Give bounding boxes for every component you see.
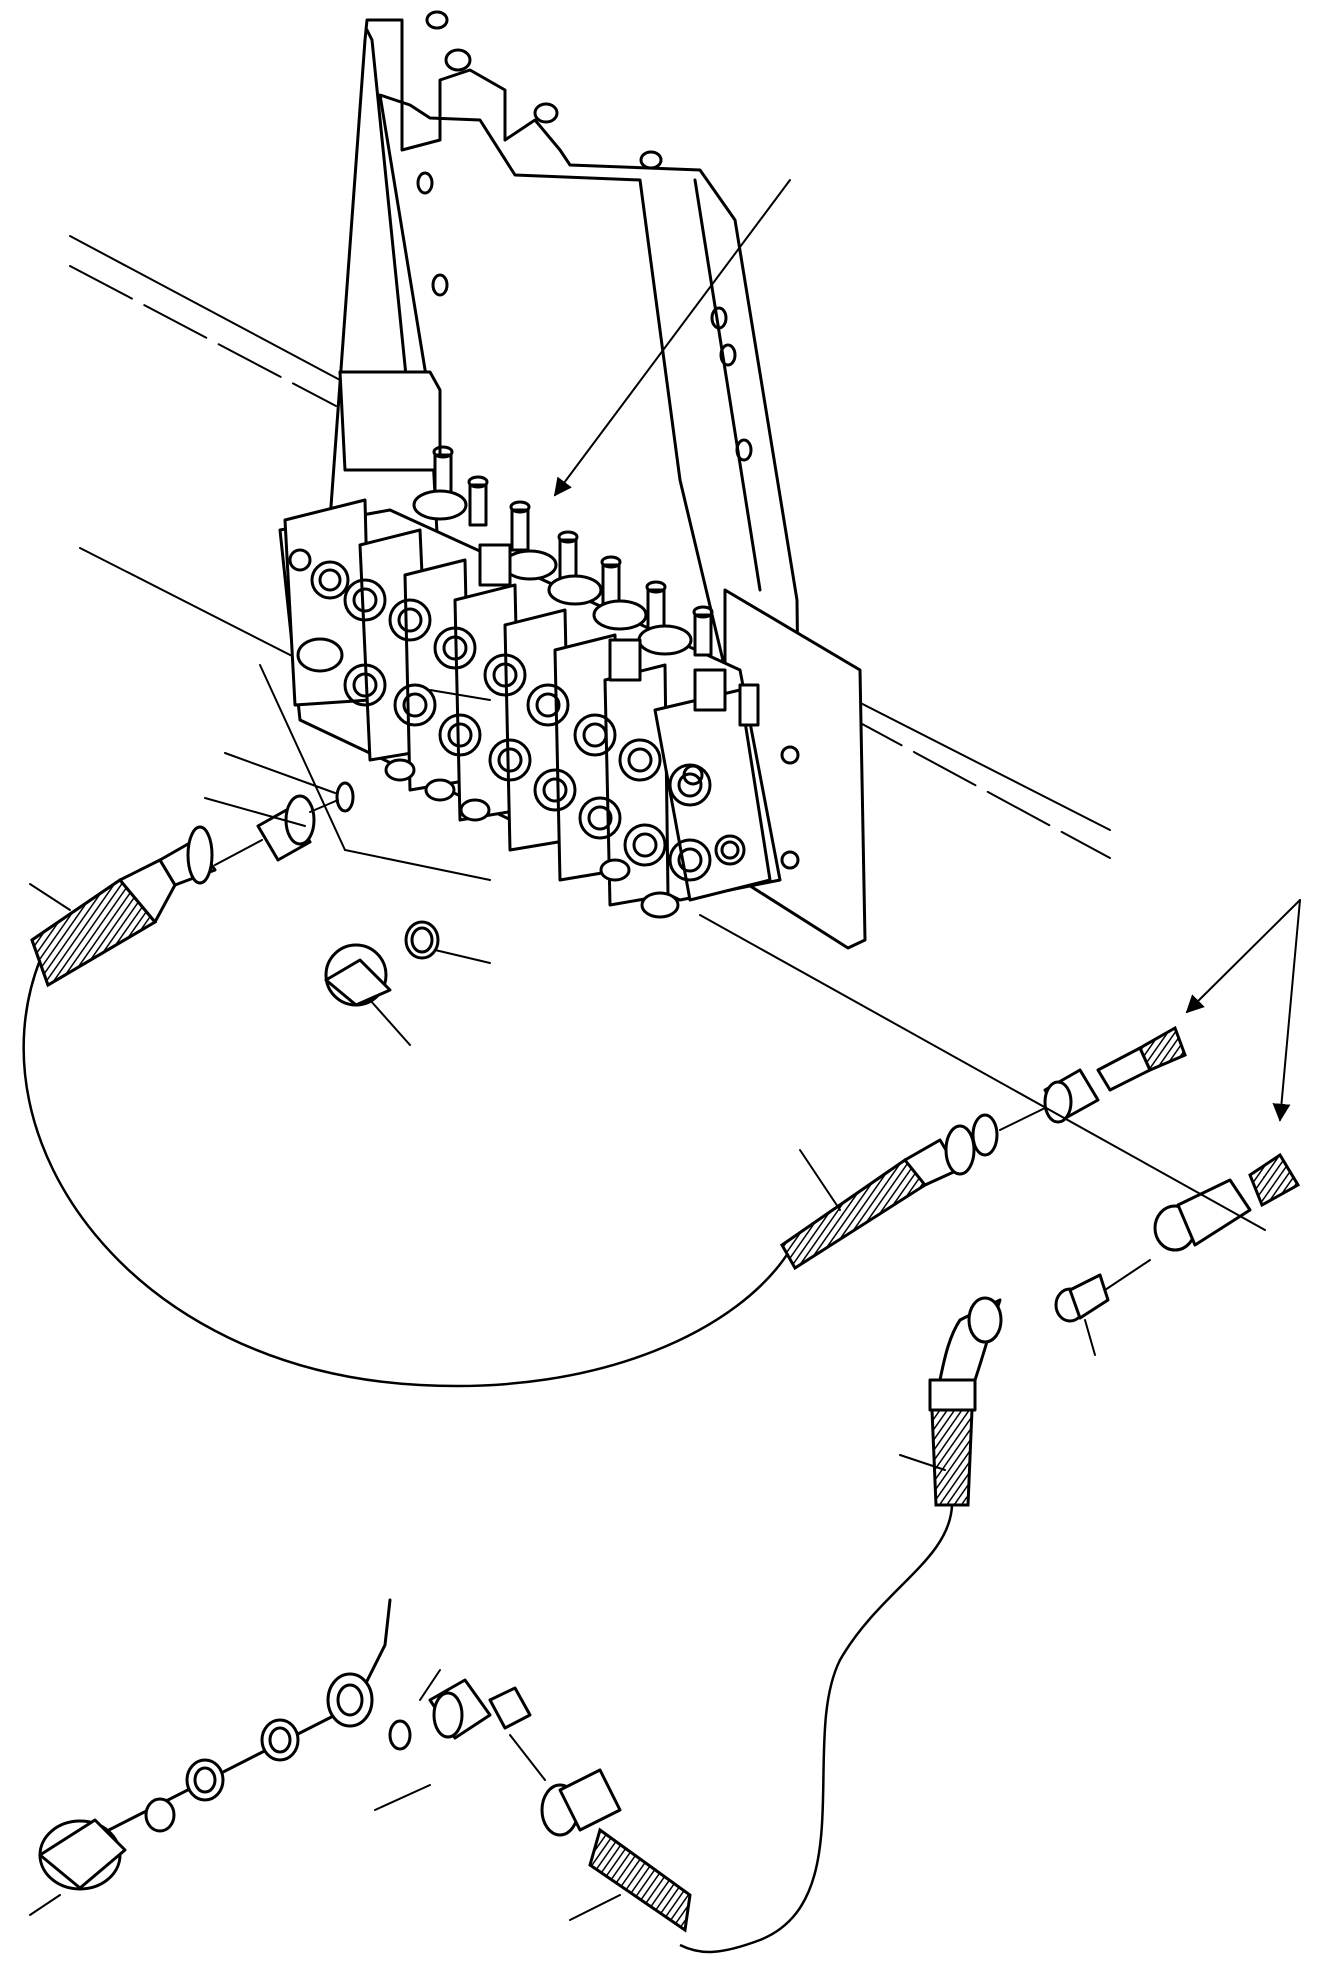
hose-upper-left bbox=[30, 781, 355, 988]
hose-lower bbox=[388, 1678, 692, 1933]
arrow-to-hose-a bbox=[1185, 899, 1301, 1014]
frame-rails bbox=[69, 235, 1111, 859]
control-valve bbox=[278, 445, 800, 919]
arrow-to-hose-b bbox=[1272, 899, 1301, 1122]
valve-end-caps bbox=[296, 637, 680, 919]
flex-line-main bbox=[22, 959, 792, 1388]
leader-lines bbox=[29, 664, 1266, 1921]
flex-line-lower bbox=[679, 1504, 954, 1954]
valve-spools bbox=[412, 445, 760, 727]
valve-ports bbox=[288, 548, 800, 882]
arrow-to-valve bbox=[553, 179, 791, 497]
plug-assembly bbox=[324, 920, 440, 1007]
hose-center bbox=[780, 1025, 1187, 1271]
elbow-hose bbox=[928, 1296, 1003, 1507]
hose-right bbox=[1054, 1152, 1301, 1323]
port-block bbox=[38, 1598, 392, 1891]
